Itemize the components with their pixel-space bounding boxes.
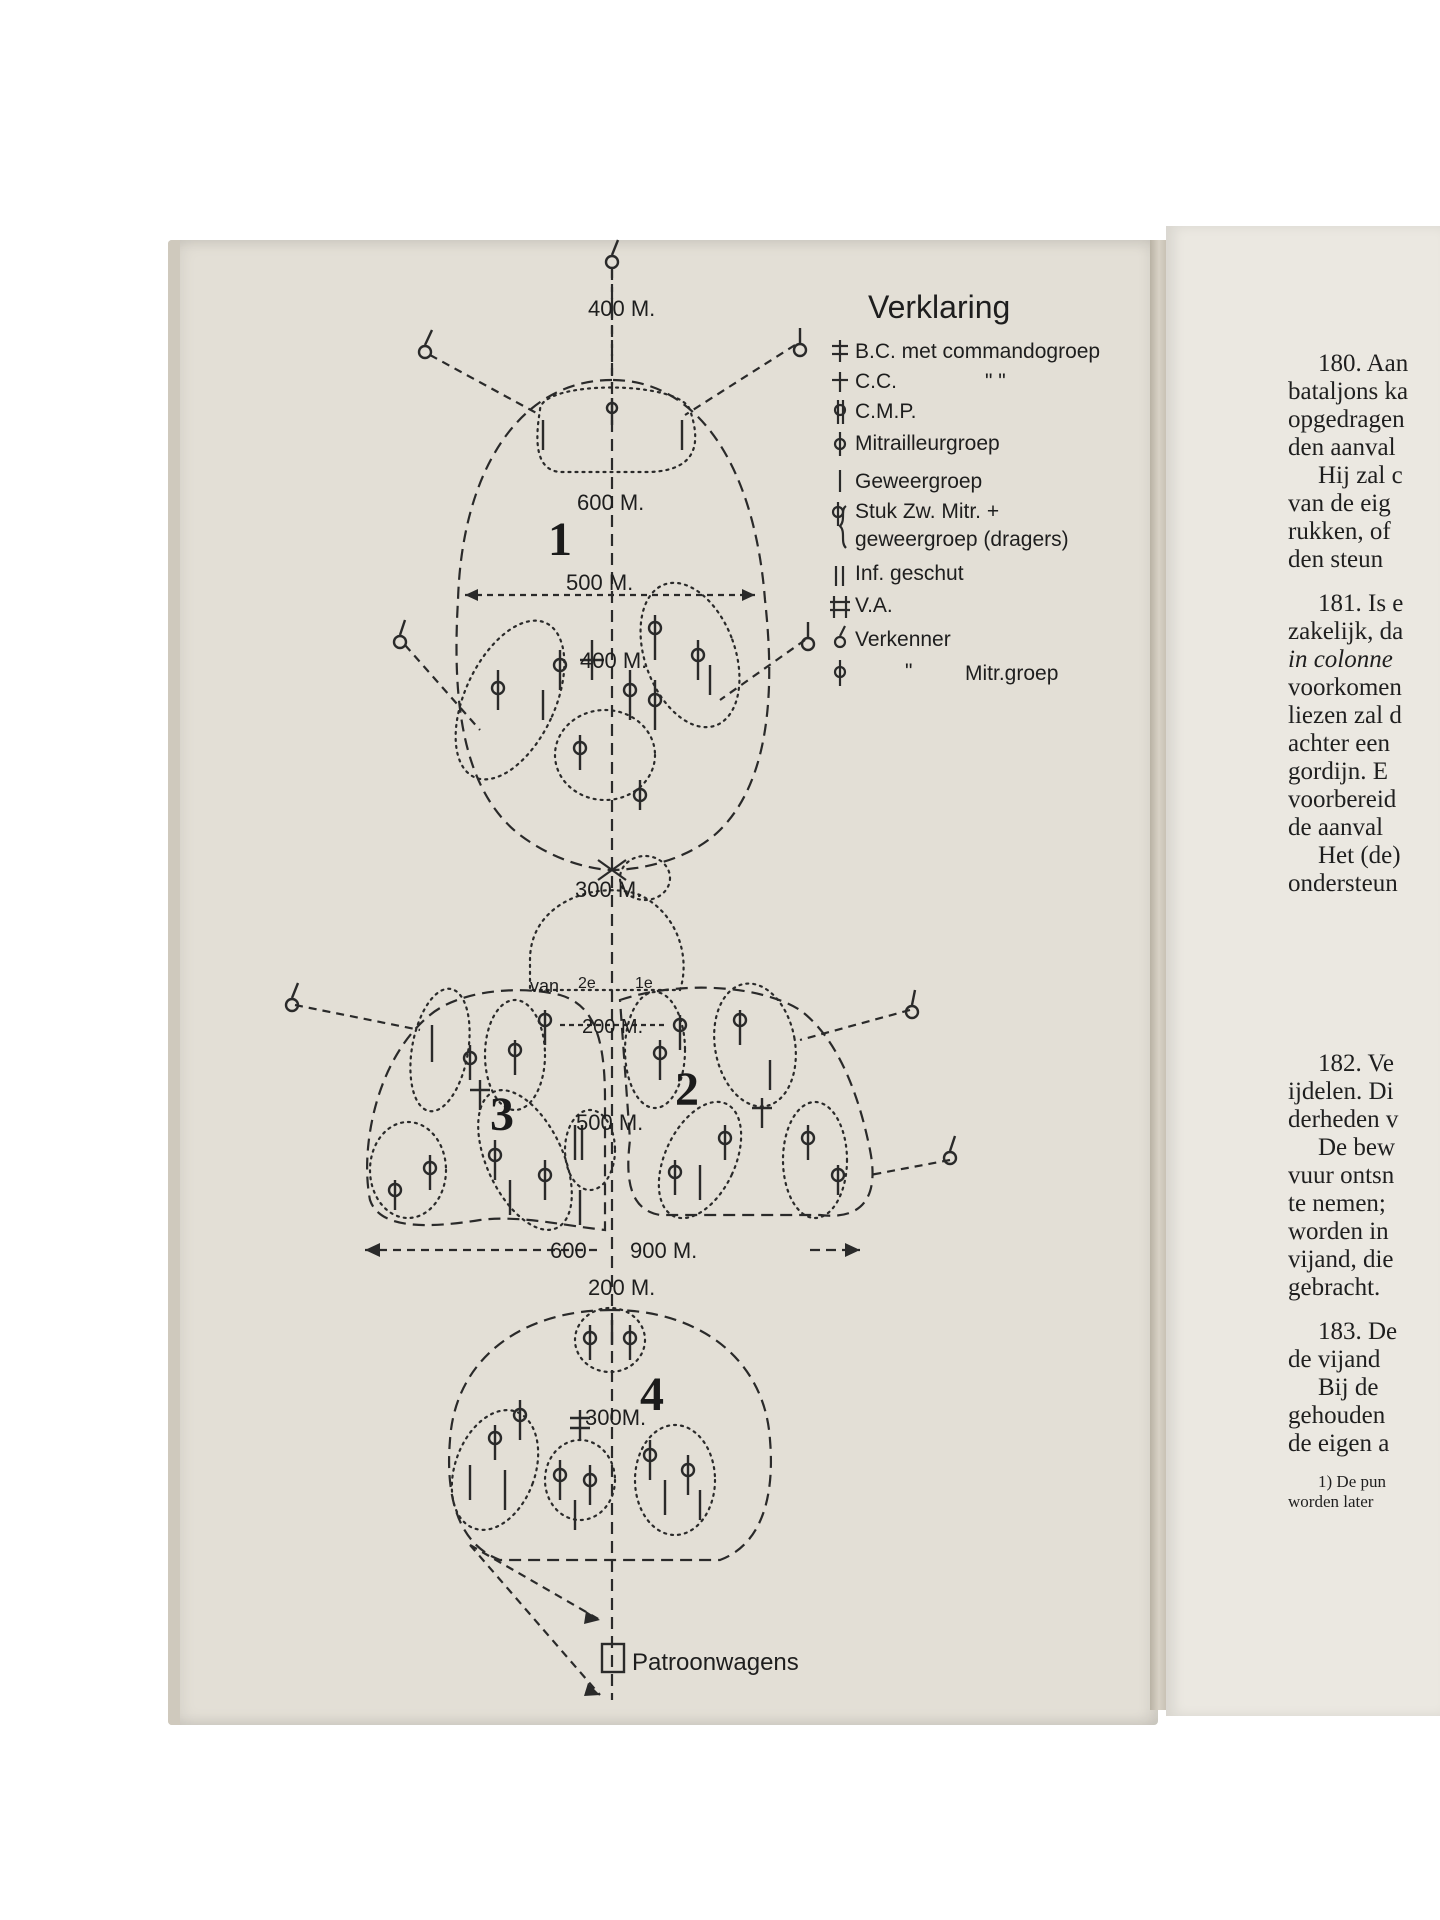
legend-label-cmp: C.M.P. bbox=[855, 400, 916, 423]
right-page-line: den steun bbox=[1288, 546, 1384, 573]
legend-label-mitr-groep: Mitr.groep bbox=[965, 662, 1058, 685]
legend-label-dragers: geweergroep (dragers) bbox=[855, 528, 1069, 551]
reserve-cluster-outline bbox=[528, 889, 685, 992]
right-page-line: De bew bbox=[1318, 1134, 1396, 1161]
company-b-label: 1e bbox=[635, 975, 653, 992]
distance-600b: 600 bbox=[550, 1238, 587, 1263]
right-page-line: achter een bbox=[1288, 730, 1391, 757]
distance-400: 400 M. bbox=[580, 648, 647, 673]
right-page-line: voorkomen bbox=[1288, 674, 1402, 701]
right-page-line: gordijn. E bbox=[1288, 758, 1388, 785]
left-page bbox=[168, 240, 1158, 1725]
right-page-line: bataljons ka bbox=[1288, 378, 1409, 405]
unit-number-2: 2 bbox=[675, 1063, 699, 1116]
distance-500b: 500 M. bbox=[576, 1110, 643, 1135]
group-1-point-outline bbox=[536, 386, 697, 474]
legend-label-bc: B.C. met commandogroep bbox=[855, 340, 1100, 363]
group-1-right-cluster bbox=[639, 581, 741, 729]
right-page-line: liezen zal d bbox=[1288, 702, 1402, 729]
legend-label-verkenner: Verkenner bbox=[855, 628, 951, 651]
right-page-line: ondersteun bbox=[1288, 870, 1398, 897]
right-page-line: de aanval bbox=[1288, 814, 1384, 841]
right-page-line: den aanval bbox=[1288, 434, 1396, 461]
legend-label-inf: Inf. geschut bbox=[855, 562, 964, 585]
book-gutter bbox=[1150, 240, 1168, 1710]
group-1-center-cluster bbox=[553, 708, 657, 802]
group-1-outline bbox=[455, 378, 771, 872]
distance-600: 600 M. bbox=[577, 490, 644, 515]
group-2-outline bbox=[618, 986, 874, 1217]
right-page-line: zakelijk, da bbox=[1288, 618, 1404, 645]
right-page-line: vijand, die bbox=[1288, 1246, 1394, 1273]
va-cluster bbox=[618, 854, 672, 902]
legend-ditto-cc: " " bbox=[985, 370, 1006, 393]
cross-icon bbox=[832, 372, 848, 392]
companies-label: van bbox=[530, 976, 559, 996]
va-icon bbox=[830, 596, 850, 618]
distance-200: 200 M. bbox=[582, 1016, 643, 1038]
legend-title: Verklaring bbox=[868, 289, 1010, 325]
right-page-line: 183. De bbox=[1318, 1318, 1398, 1345]
legend-label-mitr: Mitrailleurgroep bbox=[855, 432, 1000, 455]
legend-label-va: V.A. bbox=[855, 594, 893, 617]
group-3-outline bbox=[366, 989, 607, 1232]
right-page-line: te nemen; bbox=[1288, 1190, 1386, 1217]
footnote-line-1: 1) De pun bbox=[1318, 1472, 1386, 1491]
mg-scout-icon bbox=[833, 660, 847, 686]
scout-icon bbox=[833, 625, 847, 649]
double-cross-icon bbox=[832, 340, 848, 362]
right-page-line: worden in bbox=[1288, 1218, 1389, 1245]
legend-list: B.C. met commandogroep C.C. " " C.M.P. M… bbox=[855, 340, 1100, 685]
mg-group-icon bbox=[833, 432, 847, 456]
right-page-line: Bij de bbox=[1318, 1374, 1379, 1401]
footnote-line-2: worden later bbox=[1288, 1492, 1374, 1511]
brace-icon bbox=[838, 505, 847, 549]
right-page-line: rukken, of bbox=[1288, 518, 1391, 545]
right-page-line: voorbereid bbox=[1288, 786, 1397, 813]
right-page-line: gebracht. bbox=[1288, 1274, 1381, 1301]
wagon-label: Patroonwagens bbox=[632, 1649, 799, 1676]
right-page-line: Hij zal c bbox=[1318, 462, 1403, 489]
right-page-line: opgedragen bbox=[1288, 406, 1405, 433]
group-4-outline bbox=[448, 1308, 772, 1562]
right-page-line: 182. Ve bbox=[1318, 1050, 1394, 1077]
legend-ditto-mitr: " bbox=[905, 660, 912, 683]
right-page-line: derheden v bbox=[1288, 1106, 1399, 1133]
right-page-line: de vijand bbox=[1288, 1346, 1381, 1373]
group-1-left-cluster bbox=[454, 619, 566, 781]
wagon-square-icon bbox=[600, 1642, 626, 1674]
unit-number-4: 4 bbox=[640, 1368, 664, 1421]
double-stem-icon bbox=[833, 400, 847, 424]
distance-top: 400 M. bbox=[588, 296, 655, 321]
right-page-line: van de eig bbox=[1288, 490, 1391, 517]
distance-200b: 200 M. bbox=[588, 1275, 655, 1300]
distance-300: 300 M. bbox=[575, 877, 642, 902]
distance-500: 500 M. bbox=[566, 570, 633, 595]
legend-label-cc: C.C. bbox=[855, 370, 897, 393]
right-page-line: de eigen a bbox=[1288, 1430, 1390, 1457]
gun-icon bbox=[834, 566, 845, 586]
right-page-line: vuur ontsn bbox=[1288, 1162, 1395, 1189]
distance-300b: 300M. bbox=[585, 1405, 646, 1430]
right-page-line: Het (de) bbox=[1318, 842, 1401, 869]
distance-900: 900 M. bbox=[630, 1238, 697, 1263]
right-page-line: in colonne bbox=[1288, 646, 1393, 673]
unit-number-3: 3 bbox=[490, 1088, 514, 1141]
right-page bbox=[1166, 226, 1440, 1716]
right-page-line: 180. Aan bbox=[1318, 350, 1409, 377]
right-page-line: gehouden bbox=[1288, 1402, 1386, 1429]
legend-label-stuk: Stuk Zw. Mitr. + bbox=[855, 500, 999, 523]
right-page-line: ijdelen. Di bbox=[1288, 1078, 1394, 1105]
company-a-label: 2e bbox=[578, 975, 596, 992]
unit-number-1: 1 bbox=[548, 513, 572, 566]
legend-label-geweer: Geweergroep bbox=[855, 470, 982, 493]
right-page-line: 181. Is e bbox=[1318, 590, 1404, 617]
